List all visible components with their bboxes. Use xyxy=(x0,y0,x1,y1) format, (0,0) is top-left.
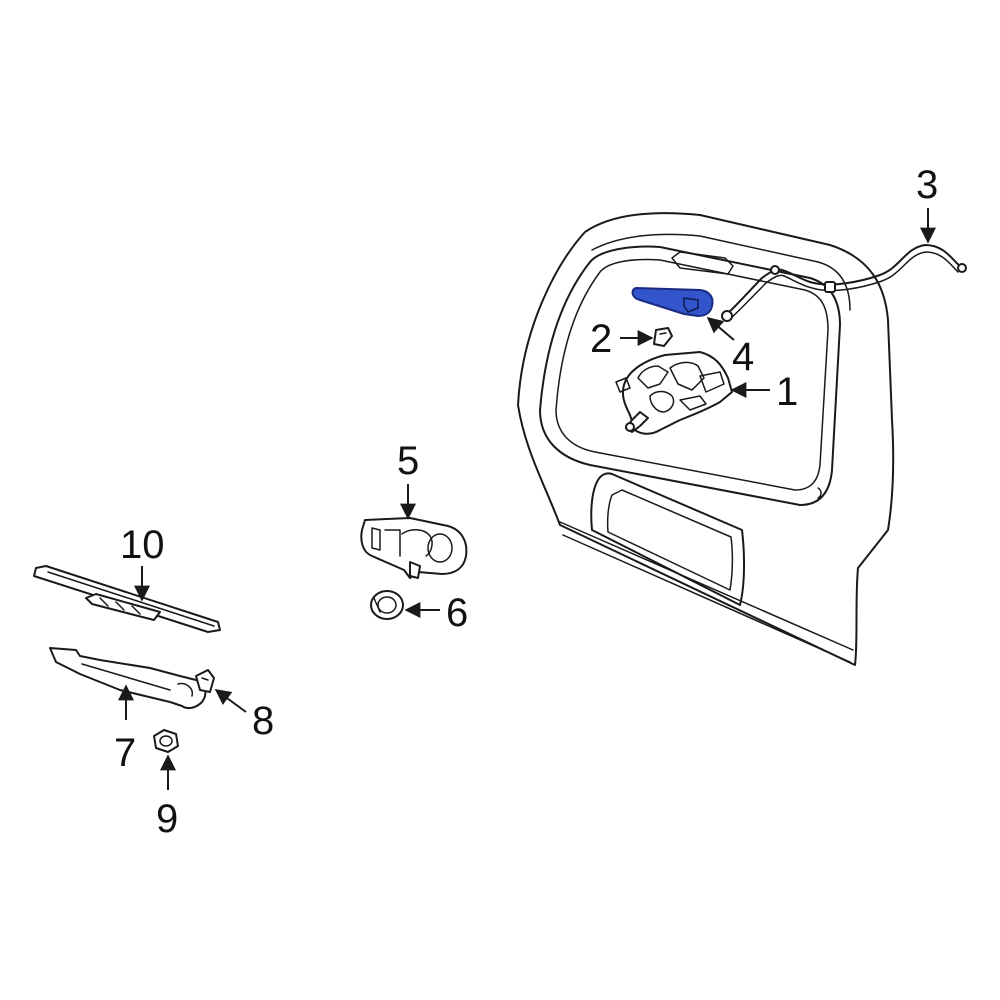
callout-7: 7 xyxy=(114,731,136,775)
wiper-motor-cover[interactable] xyxy=(631,287,714,317)
callout-9: 9 xyxy=(156,797,178,841)
callout-10: 10 xyxy=(120,523,165,567)
grommet-small xyxy=(653,327,673,347)
callout-2: 2 xyxy=(590,317,612,361)
callout-6: 6 xyxy=(446,591,468,635)
callout-1: 1 xyxy=(776,370,798,414)
callout-8: 8 xyxy=(252,699,274,743)
rear-wiper-motor xyxy=(615,351,733,435)
callout-3: 3 xyxy=(916,163,938,207)
leader-4 xyxy=(706,316,735,341)
washer-hose xyxy=(721,244,967,322)
grommet xyxy=(370,590,404,620)
wiper-motor xyxy=(360,517,468,579)
leader-8 xyxy=(214,689,247,713)
callout-4: 4 xyxy=(732,335,754,379)
callout-labels: 1 2 3 4 5 6 7 8 9 10 xyxy=(114,163,938,841)
liftgate xyxy=(517,212,895,666)
wiper-arm xyxy=(49,647,207,710)
nut xyxy=(153,729,179,753)
arm-cap xyxy=(195,669,215,693)
callout-5: 5 xyxy=(397,439,419,483)
wiper-blade xyxy=(33,565,221,633)
leader-lines xyxy=(118,208,936,790)
